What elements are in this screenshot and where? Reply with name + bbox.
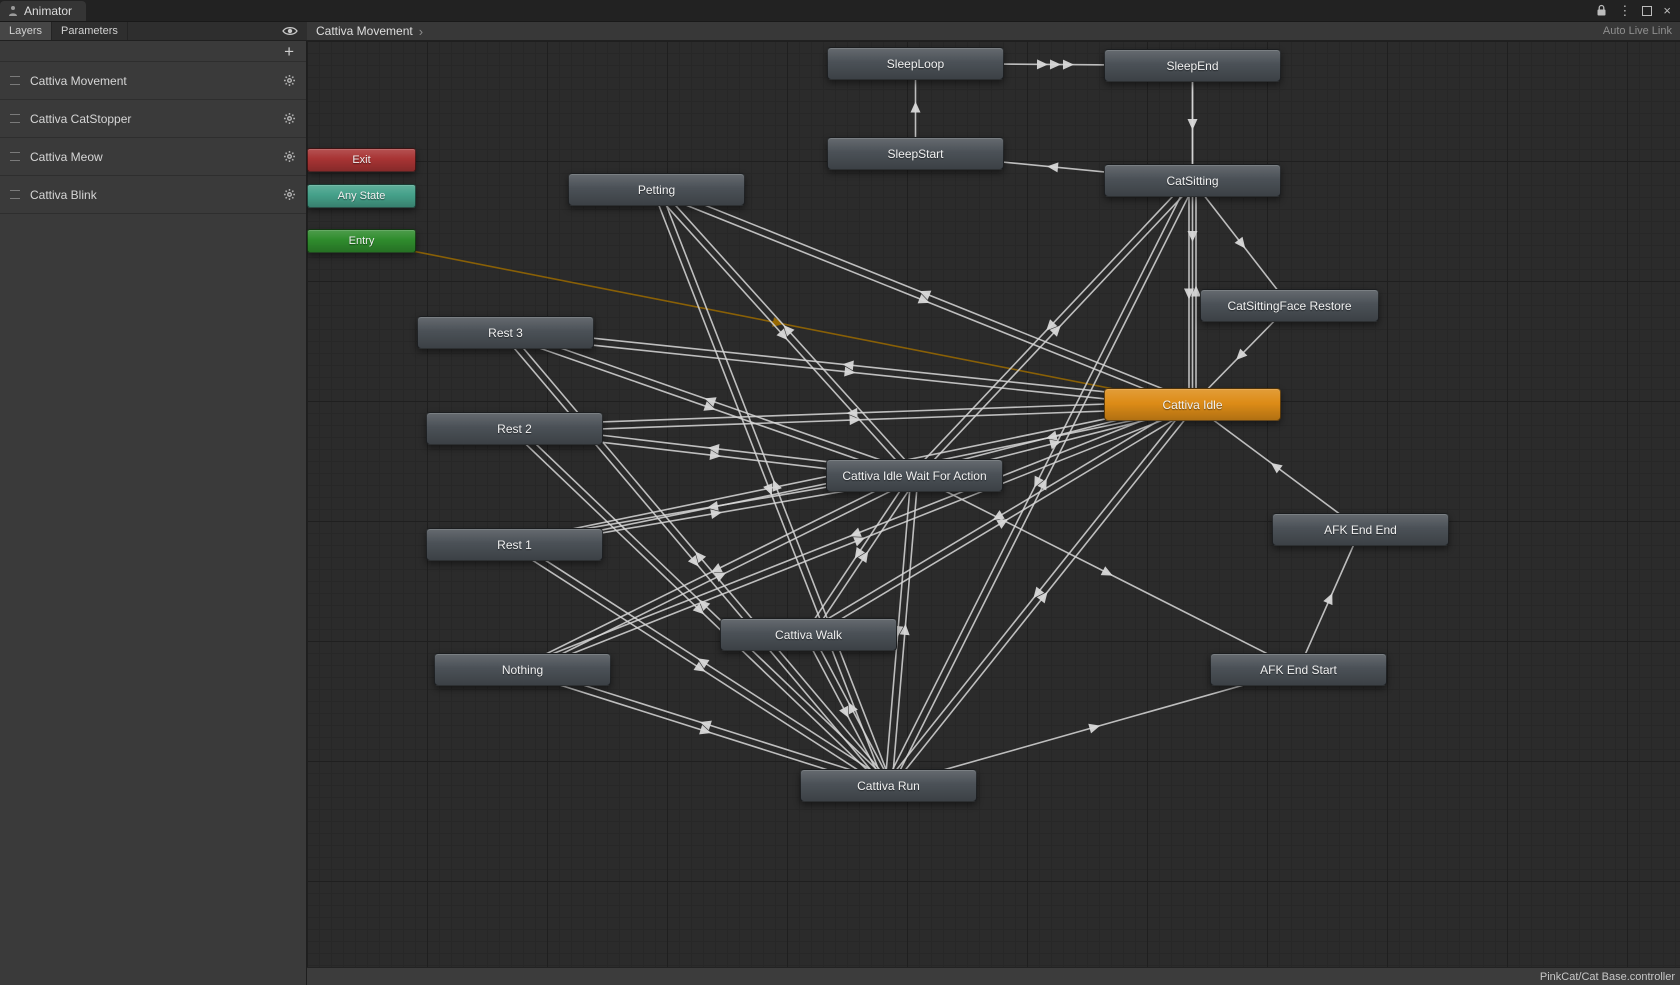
state-label: CatSitting — [1166, 173, 1219, 188]
state-node-nothing[interactable]: Nothing — [434, 653, 611, 686]
tab-parameters[interactable]: Parameters — [52, 22, 128, 40]
state-label: Rest 3 — [488, 325, 523, 340]
state-label: Cattiva Run — [857, 778, 920, 793]
lock-icon[interactable] — [1596, 4, 1607, 17]
layer-name: Cattiva Blink — [30, 187, 97, 202]
gear-icon[interactable] — [283, 188, 296, 201]
tab-layers[interactable]: Layers — [0, 22, 53, 40]
state-node-sleepstart[interactable]: SleepStart — [827, 137, 1004, 170]
state-label: SleepEnd — [1166, 58, 1219, 73]
breadcrumb[interactable]: Cattiva Movement › — [307, 24, 423, 39]
layer-item[interactable]: Cattiva CatStopper — [0, 100, 306, 138]
animator-icon — [9, 6, 17, 16]
grip-icon — [10, 152, 20, 161]
state-node-csface[interactable]: CatSittingFace Restore — [1200, 289, 1379, 322]
state-label: SleepLoop — [886, 56, 945, 71]
state-label: Rest 2 — [497, 421, 532, 436]
state-label: SleepStart — [887, 146, 944, 161]
close-icon[interactable]: × — [1663, 3, 1671, 18]
state-node-idle[interactable]: Cattiva Idle — [1104, 388, 1281, 421]
animator-toolbar: Layers Parameters Cattiva Movement › Aut… — [0, 22, 1680, 41]
layer-item[interactable]: Cattiva Movement — [0, 62, 306, 100]
auto-live-link-button[interactable]: Auto Live Link — [1602, 25, 1672, 37]
layer-item[interactable]: Cattiva Meow — [0, 138, 306, 176]
tab-animator[interactable]: Animator — [0, 1, 87, 21]
state-label: Entry — [348, 235, 375, 247]
state-label: Exit — [352, 154, 371, 166]
gear-icon[interactable] — [283, 150, 296, 163]
gear-icon[interactable] — [283, 74, 296, 87]
grip-icon — [10, 76, 20, 85]
state-label: CatSittingFace Restore — [1227, 298, 1352, 313]
state-label: Cattiva Idle — [1162, 397, 1223, 412]
transitions-layer — [361, 59, 1362, 790]
state-node-sleeploop[interactable]: SleepLoop — [827, 47, 1004, 80]
grip-icon — [10, 114, 20, 123]
window-tab-bar: Animator ⋮ × — [0, 0, 1680, 22]
chevron-right-icon: › — [418, 23, 424, 39]
gear-icon[interactable] — [283, 112, 296, 125]
status-bar: PinkCat/Cat Base.controller — [307, 967, 1680, 985]
state-label: AFK End End — [1324, 522, 1397, 537]
state-label: Rest 1 — [497, 537, 532, 552]
menu-icon[interactable]: ⋮ — [1618, 3, 1632, 18]
state-label: Cattiva Idle Wait For Action — [842, 468, 987, 483]
window-controls: ⋮ × — [1596, 0, 1680, 21]
state-node-wait[interactable]: Cattiva Idle Wait For Action — [826, 459, 1003, 492]
state-node-catsitting[interactable]: CatSitting — [1104, 164, 1281, 197]
state-label: Cattiva Walk — [775, 627, 842, 642]
state-node-run[interactable]: Cattiva Run — [800, 769, 977, 802]
eye-icon[interactable] — [282, 25, 298, 37]
layers-toolbar: Layers Parameters — [0, 22, 307, 41]
state-node-exit[interactable]: Exit — [307, 148, 416, 172]
state-node-afkstart[interactable]: AFK End Start — [1210, 653, 1387, 686]
state-node-afkend[interactable]: AFK End End — [1272, 513, 1449, 546]
state-node-rest3[interactable]: Rest 3 — [417, 316, 594, 349]
layer-item[interactable]: Cattiva Blink — [0, 176, 306, 214]
state-node-entry[interactable]: Entry — [307, 229, 416, 253]
grip-icon — [10, 190, 20, 199]
window-tab-title: Animator — [24, 4, 73, 18]
state-node-rest1[interactable]: Rest 1 — [426, 528, 603, 561]
layer-name: Cattiva CatStopper — [30, 111, 132, 126]
breadcrumb-item[interactable]: Cattiva Movement — [316, 24, 413, 38]
add-layer-button[interactable]: + — [284, 41, 294, 61]
state-label: Any State — [337, 190, 386, 202]
state-node-rest2[interactable]: Rest 2 — [426, 412, 603, 445]
layer-name: Cattiva Meow — [30, 149, 103, 164]
maximize-icon[interactable] — [1642, 5, 1653, 16]
breadcrumb-bar: Cattiva Movement › Auto Live Link — [307, 22, 1680, 41]
layer-name: Cattiva Movement — [30, 73, 127, 88]
state-label: Petting — [637, 182, 676, 197]
state-node-petting[interactable]: Petting — [568, 173, 745, 206]
layers-header: + — [0, 41, 306, 61]
controller-path: PinkCat/Cat Base.controller — [1539, 970, 1675, 983]
state-label: AFK End Start — [1260, 662, 1337, 677]
state-node-anystate[interactable]: Any State — [307, 184, 416, 208]
state-node-walk[interactable]: Cattiva Walk — [720, 618, 897, 651]
state-node-sleepend[interactable]: SleepEnd — [1104, 49, 1281, 82]
state-label: Nothing — [501, 662, 544, 677]
